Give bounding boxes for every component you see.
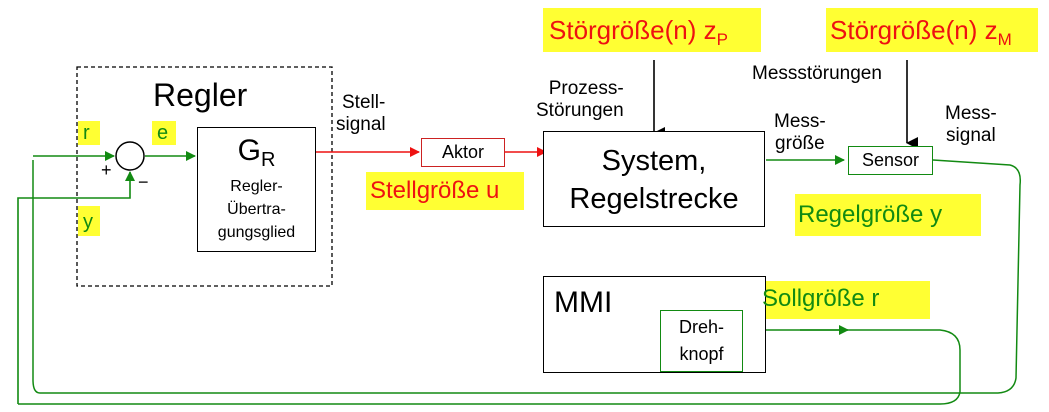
messstoerungen-label: Messstörungen bbox=[752, 63, 882, 84]
stoer-p-sub: P bbox=[716, 30, 728, 49]
messgroesse-line-2: größe bbox=[775, 133, 825, 154]
transfer-function-block: GR Regler- Übertra- gungsglied bbox=[197, 127, 316, 252]
stellgroesse-label: Stellgröße u bbox=[370, 177, 500, 204]
prozess-line-2: Störungen bbox=[536, 100, 624, 121]
signal-r-label: r bbox=[83, 122, 90, 144]
system-line-2: Regelstrecke bbox=[569, 183, 739, 215]
stoer-m-text: Störgröße(n) z bbox=[830, 15, 998, 45]
gr-symbol: GR bbox=[198, 134, 315, 177]
messsignal-line-2: signal bbox=[946, 125, 996, 146]
controller-frame bbox=[76, 66, 333, 287]
gr-desc-line-3: gungsglied bbox=[217, 224, 296, 241]
system-block: System, Regelstrecke bbox=[543, 131, 765, 227]
feedback-loop-y bbox=[32, 159, 1022, 394]
messgroesse-label: Mess- größe bbox=[774, 111, 826, 155]
highlight-y bbox=[78, 206, 100, 236]
messgroesse-line-1: Mess- bbox=[774, 111, 826, 132]
mmi-label: MMI bbox=[554, 286, 613, 319]
controller-title: Regler bbox=[153, 77, 248, 113]
gr-sub: R bbox=[260, 149, 276, 171]
stoer-m-sub: M bbox=[997, 30, 1012, 49]
stoer-p-label: Störgröße(n) zP bbox=[549, 14, 728, 56]
highlight-regelgroesse bbox=[795, 194, 981, 236]
regelgroesse-label: Regelgröße y bbox=[798, 201, 943, 228]
prozess-line-1: Prozess- bbox=[548, 78, 624, 99]
highlight-stoer-m bbox=[826, 8, 1038, 52]
signal-e-label: e bbox=[157, 122, 169, 144]
highlight-sollgroesse bbox=[758, 281, 930, 319]
stellsignal-label: Stell- signal bbox=[336, 92, 386, 136]
sensor-block: Sensor bbox=[848, 146, 933, 175]
stoer-m-label: Störgröße(n) zM bbox=[830, 14, 1012, 56]
sollgroesse-label: Sollgröße r bbox=[762, 285, 880, 312]
messsignal-line-1: Mess- bbox=[945, 103, 997, 124]
gr-desc-line-2: Übertra- bbox=[227, 201, 286, 218]
drehknopf-line-2: knopf bbox=[679, 344, 724, 364]
prozess-stoerungen-label: Prozess- Störungen bbox=[536, 78, 624, 122]
highlight-r bbox=[78, 121, 100, 145]
highlight-stellgroesse bbox=[366, 172, 524, 210]
messsignal-label: Mess- signal bbox=[945, 103, 997, 147]
stellsignal-line-1: Stell- bbox=[342, 92, 386, 113]
setpoint-loop-r bbox=[18, 329, 961, 405]
aktor-block: Aktor bbox=[421, 138, 505, 167]
sum-plus-sign: + bbox=[101, 160, 112, 180]
arrow-y-to-sum bbox=[17, 171, 135, 404]
sum-junction bbox=[115, 141, 145, 171]
system-line-1: System, bbox=[601, 145, 707, 177]
drehknopf-line-1: Dreh- bbox=[678, 317, 724, 337]
stellsignal-line-2: signal bbox=[336, 114, 386, 135]
highlight-e bbox=[152, 121, 176, 145]
signal-y-label: y bbox=[83, 211, 93, 233]
stoer-p-text: Störgröße(n) z bbox=[549, 15, 717, 45]
highlight-stoer-p bbox=[543, 8, 761, 52]
sum-minus-sign: − bbox=[138, 172, 149, 192]
gr-description: Regler- Übertra- gungsglied bbox=[198, 175, 315, 244]
drehknopf-block: Dreh- knopf bbox=[660, 310, 743, 372]
gr-main: G bbox=[237, 134, 261, 167]
gr-desc-line-1: Regler- bbox=[230, 178, 283, 195]
